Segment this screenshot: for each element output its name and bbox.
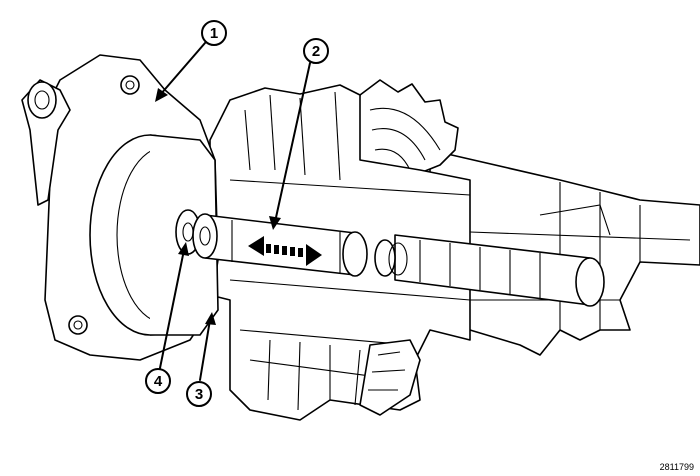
figure-id: 2811799: [659, 462, 694, 472]
sensor-connector: [21, 79, 71, 206]
motion-arrow-icon: [248, 236, 322, 266]
lower-gear: [359, 339, 421, 416]
sliding-shaft: [192, 213, 408, 277]
callout-1-label: 1: [210, 25, 218, 42]
callout-3-label: 3: [195, 386, 203, 403]
callout-4: 4: [145, 368, 171, 394]
callout-2-label: 2: [312, 43, 320, 60]
callout-1: 1: [201, 20, 227, 46]
callout-2: 2: [303, 38, 329, 64]
drive-gear: [349, 79, 459, 176]
bearing-cap: [89, 134, 219, 336]
leader-lines: [155, 42, 311, 381]
callout-4-label: 4: [154, 373, 163, 390]
shaft-housing: [429, 149, 700, 356]
callout-3: 3: [186, 381, 212, 407]
